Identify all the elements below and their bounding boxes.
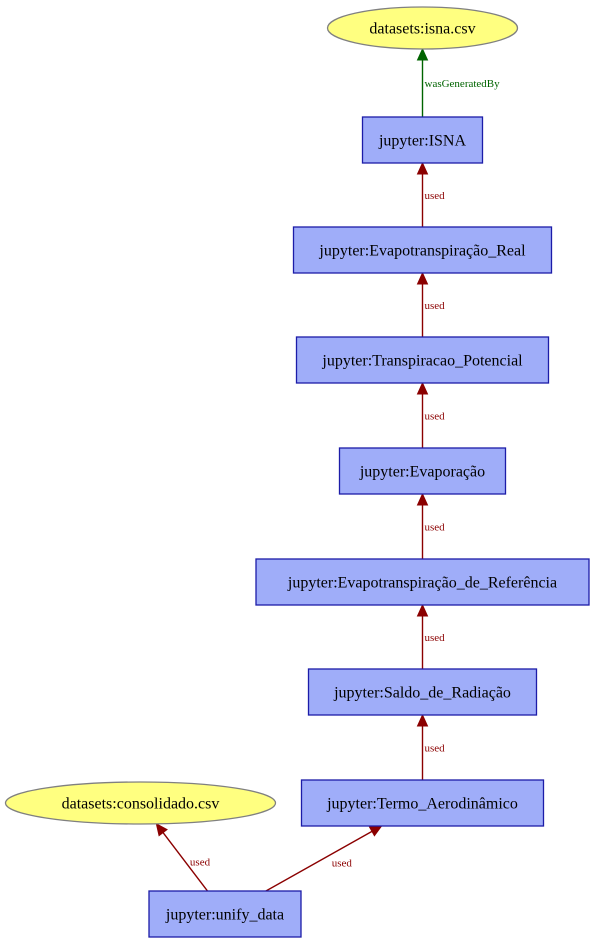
activity-shape <box>300 779 545 827</box>
activity-shape <box>361 116 484 164</box>
edge-label: used <box>190 856 211 868</box>
arrow-head-icon <box>416 271 429 285</box>
activity-node-evap_ref[interactable]: jupyter:Evapotranspiração_de_Referência <box>255 558 590 606</box>
node-label: jupyter:Evaporação <box>359 464 485 481</box>
node-label: datasets:consolidado.csv <box>62 796 220 813</box>
edge-label: used <box>425 411 446 423</box>
edge-transp_pot-to-evap_real: used <box>416 271 446 337</box>
entity-shape <box>4 781 277 825</box>
activity-node-evap_real[interactable]: jupyter:Evapotranspiração_Real <box>292 226 553 274</box>
edge-label: used <box>332 858 353 870</box>
arrow-head-icon <box>416 381 429 395</box>
node-label: jupyter:Saldo_de_Radiação <box>333 685 511 702</box>
activity-shape <box>338 447 507 495</box>
activity-node-transp_pot[interactable]: jupyter:Transpiracao_Potencial <box>295 336 550 384</box>
entity-node-consolidado_csv[interactable]: datasets:consolidado.csv <box>4 781 277 825</box>
edge-line <box>265 830 373 892</box>
node-label: datasets:isna.csv <box>369 21 475 38</box>
edges-layer: wasGeneratedBy used used used used used used us… <box>155 47 501 892</box>
entity-node-isna_csv[interactable]: datasets:isna.csv <box>326 6 519 50</box>
edge-isna-to-isna_csv: wasGeneratedBy <box>416 47 501 117</box>
node-label: jupyter:Termo_Aerodinâmico <box>326 796 518 813</box>
node-label: jupyter:ISNA <box>378 133 467 150</box>
activity-node-saldo_rad[interactable]: jupyter:Saldo_de_Radiação <box>307 668 538 716</box>
nodes-layer: datasets:isna.csv jupyter:ISNA jupyter:Eva… <box>4 6 590 938</box>
edge-label: used <box>425 632 446 644</box>
edge-label: used <box>425 522 446 534</box>
activity-node-termo_aero[interactable]: jupyter:Termo_Aerodinâmico <box>300 779 545 827</box>
arrow-head-icon <box>368 825 383 837</box>
activity-shape <box>295 336 550 384</box>
arrow-head-icon <box>416 47 429 61</box>
node-label: jupyter:Evapotranspiração_de_Referência <box>287 575 557 592</box>
edge-evap_ref-to-evaporacao: used <box>416 492 446 559</box>
edge-evaporacao-to-transp_pot: used <box>416 381 446 448</box>
edge-label: used <box>425 300 446 312</box>
activity-shape <box>255 558 590 606</box>
activity-shape <box>307 668 538 716</box>
edge-unify-to-consolidado_csv: used <box>155 822 211 892</box>
edge-line <box>162 832 209 892</box>
node-label: jupyter:Evapotranspiração_Real <box>318 243 526 260</box>
edge-termo_aero-to-saldo_rad: used <box>416 713 446 780</box>
node-label: jupyter:unify_data <box>165 907 284 924</box>
edge-unify-to-termo_aero: used <box>265 825 383 892</box>
activity-shape <box>148 890 302 938</box>
activity-node-isna[interactable]: jupyter:ISNA <box>361 116 484 164</box>
activity-node-unify[interactable]: jupyter:unify_data <box>148 890 302 938</box>
arrow-head-icon <box>416 603 429 617</box>
edge-label: used <box>425 743 446 755</box>
arrow-head-icon <box>155 822 168 837</box>
edge-label: wasGeneratedBy <box>425 78 501 90</box>
edge-saldo_rad-to-evap_ref: used <box>416 603 446 669</box>
activity-node-evaporacao[interactable]: jupyter:Evaporação <box>338 447 507 495</box>
edge-label: used <box>425 190 446 202</box>
activity-shape <box>292 226 553 274</box>
edge-evap_real-to-isna: used <box>416 161 446 227</box>
arrow-head-icon <box>416 713 429 727</box>
arrow-head-icon <box>416 492 429 506</box>
entity-shape <box>326 6 519 50</box>
node-label: jupyter:Transpiracao_Potencial <box>321 353 523 370</box>
arrow-head-icon <box>416 161 429 175</box>
